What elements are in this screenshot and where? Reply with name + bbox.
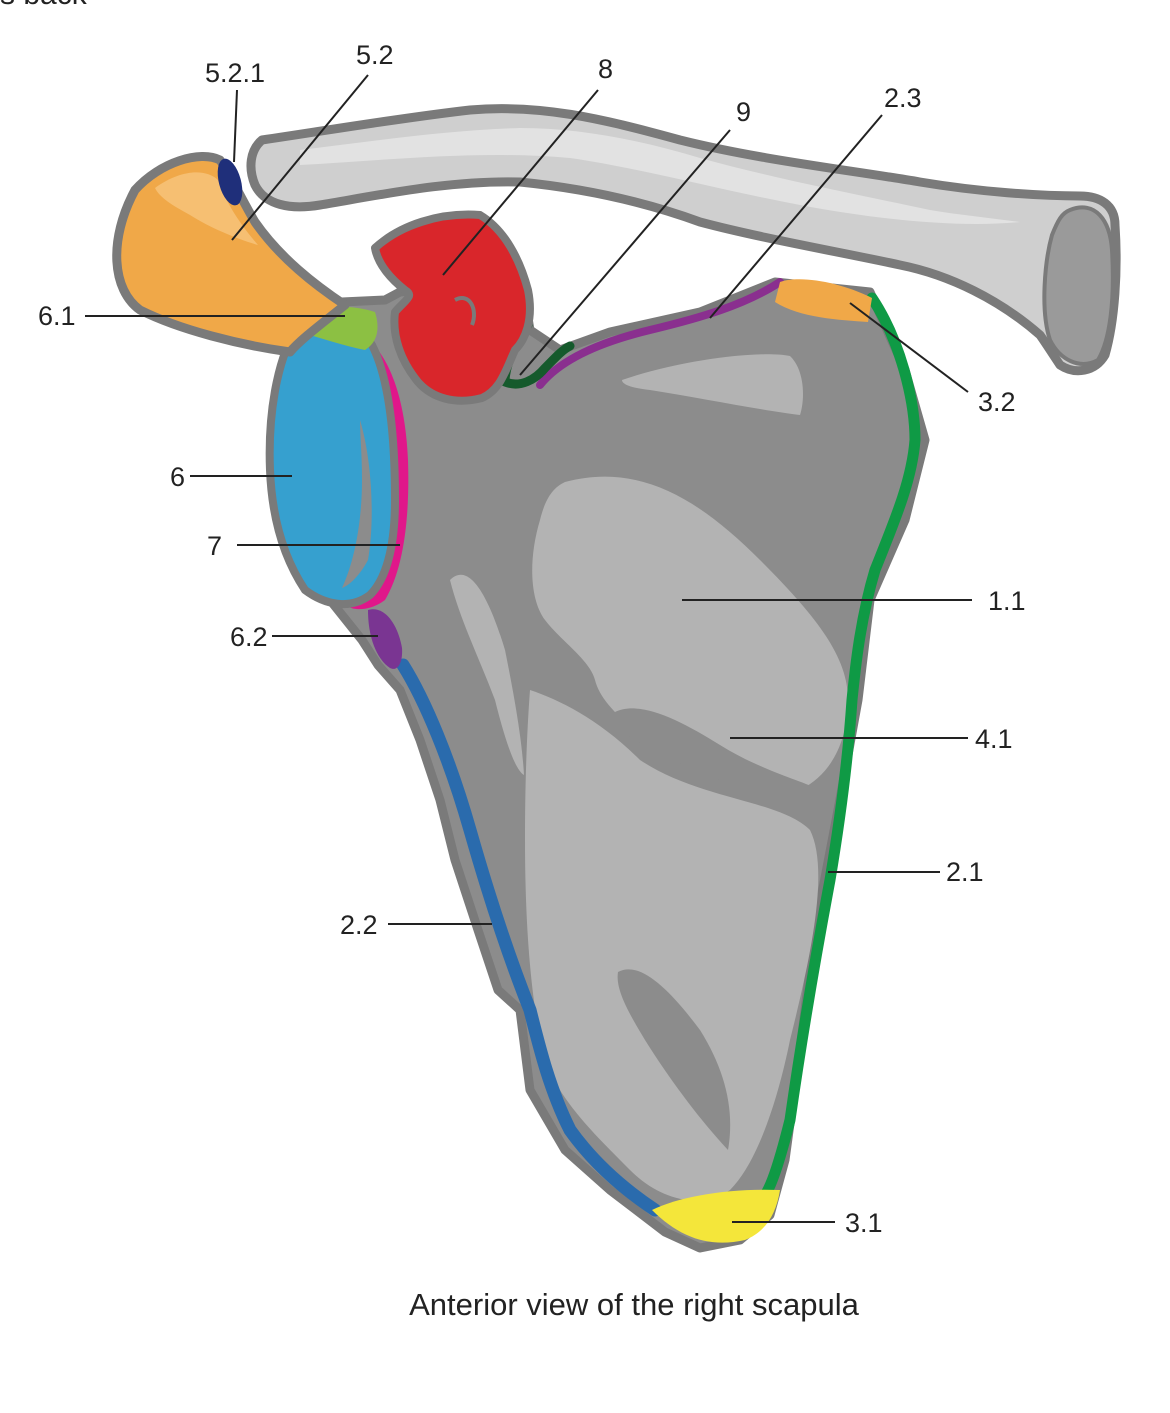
leader-5-2 [231,74,369,241]
clavicle [246,104,1121,376]
label-2-2: 2.2 [340,910,378,940]
label-5-2-1: 5.2.1 [205,58,265,88]
label-2-3: 2.3 [884,83,922,113]
label-3-1: 3.1 [845,1208,883,1238]
leader-2-3 [709,114,883,319]
coracoid-process [371,210,534,405]
label-9: 9 [736,97,751,127]
label-2-1: 2.1 [946,857,984,887]
leader-3-2 [849,302,969,393]
acromial-facet [217,158,243,206]
label-1-1: 1.1 [988,586,1026,616]
bone-ridge-dark-2 [617,969,731,1150]
neck-highlight [450,574,524,775]
infraglenoid-tubercle [368,609,403,669]
superior-border [536,278,784,389]
superior-angle [775,279,872,322]
label-8: 8 [598,54,613,84]
clavicle-sternal-end [1042,205,1115,366]
leader-9 [519,129,731,376]
figure-caption: Anterior view of the right scapula [409,1287,859,1322]
coracoid-detail [454,296,476,326]
acromion-highlight [155,172,258,245]
inferior-angle [652,1189,780,1243]
label-7: 7 [207,531,222,561]
medial-border [759,292,921,1201]
subscapular-fossa-lower [525,690,819,1201]
label-4-1: 4.1 [975,724,1013,754]
label-6: 6 [170,462,185,492]
leader-5-2-1 [233,89,238,163]
cropped-header-text: s back [0,0,88,11]
leader-8 [442,89,599,276]
label-6-2: 6.2 [230,622,268,652]
clavicle-highlight [300,128,1020,225]
subscapular-fossa-region [532,476,849,791]
lateral-border [396,658,662,1217]
bone-ridge-dark-1 [615,708,820,796]
glenoid-cavity [265,315,400,609]
label-5-2: 5.2 [356,40,394,70]
upper-highlight [622,354,803,415]
label-3-2: 3.2 [978,387,1016,417]
label-6-1: 6.1 [38,301,76,331]
